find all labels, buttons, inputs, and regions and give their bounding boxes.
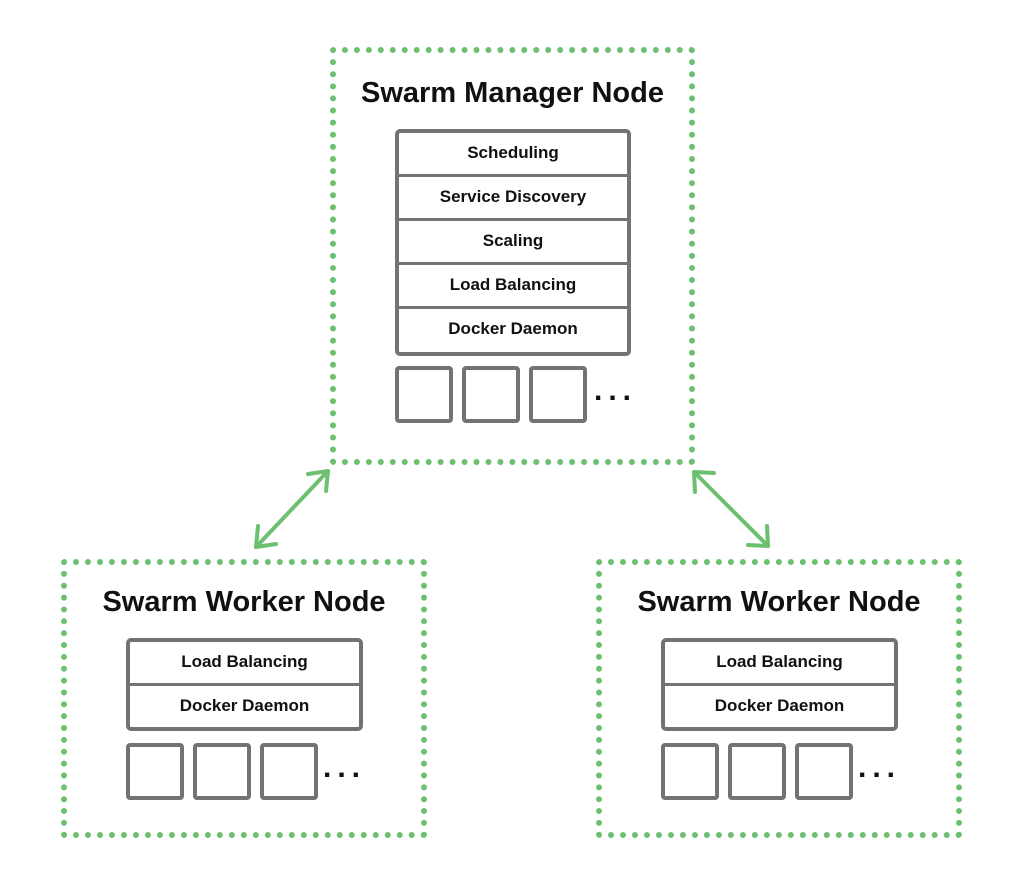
layer-docker-daemon: Docker Daemon [448,319,578,338]
swarm-manager-node: Swarm Manager Node Scheduling Service Di… [330,47,695,465]
container-box [795,743,853,800]
container-box [126,743,184,800]
container-box [661,743,719,800]
container-box [462,366,520,423]
container-box [193,743,251,800]
container-box [260,743,318,800]
layer-load-balancing: Load Balancing [665,642,894,686]
swarm-worker-node-right: Swarm Worker Node Load Balancing Docker … [596,559,962,838]
layer-load-balancing: Load Balancing [399,265,627,309]
more-containers-ellipsis: ... [858,751,902,784]
layer-scheduling: Scheduling [399,133,627,177]
more-containers-ellipsis: ... [323,751,367,784]
layer-docker-daemon: Docker Daemon [714,696,845,715]
worker-service-stack: Load Balancing Docker Daemon [661,638,898,731]
more-containers-ellipsis: ... [594,374,638,407]
swarm-worker-node-left: Swarm Worker Node Load Balancing Docker … [61,559,427,838]
worker-service-stack: Load Balancing Docker Daemon [126,638,363,731]
manager-node-title: Swarm Manager Node [361,77,664,109]
container-box [395,366,453,423]
container-box [529,366,587,423]
layer-load-balancing: Load Balancing [130,642,359,686]
layer-docker-daemon: Docker Daemon [179,696,310,715]
arrow-manager-worker-right [692,470,770,548]
manager-service-stack: Scheduling Service Discovery Scaling Loa… [395,129,631,356]
arrow-manager-worker-left [254,469,330,549]
container-box [728,743,786,800]
layer-service-discovery: Service Discovery [399,177,627,221]
layer-scaling: Scaling [399,221,627,265]
worker-node-title: Swarm Worker Node [102,586,386,618]
worker-node-title: Swarm Worker Node [637,586,921,618]
